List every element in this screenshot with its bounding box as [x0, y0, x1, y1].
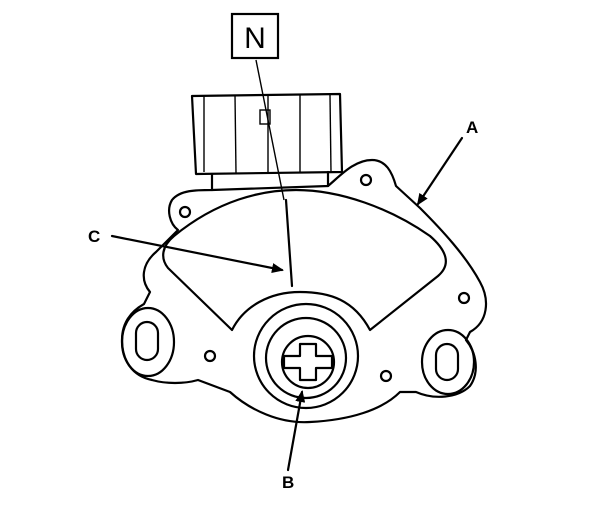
bolt-hole: [379, 369, 393, 383]
bolt-hole: [203, 349, 217, 363]
position-label: N: [244, 22, 266, 55]
right-mounting-slot: [420, 328, 476, 396]
callout-a-label: A: [466, 118, 478, 137]
bolt-hole: [457, 291, 471, 305]
callout-c-arrow: [110, 234, 284, 273]
callout-b-arrow: [286, 390, 306, 472]
callout-a-arrow: [416, 136, 464, 206]
switch-housing: [120, 158, 488, 424]
shaft-boss: [252, 302, 360, 410]
neutral-mark-line: [284, 198, 294, 288]
position-indicator-box: N: [230, 12, 280, 60]
callout-b-label: B: [282, 473, 294, 492]
shaft: [280, 334, 336, 390]
bolt-hole: [178, 205, 192, 219]
callout-c-label: C: [88, 227, 100, 246]
bolt-hole: [359, 173, 373, 187]
left-mounting-slot: [120, 306, 176, 378]
connector: [190, 92, 344, 192]
inner-sector-plate: [162, 188, 447, 332]
neutral-leader-line: [255, 59, 285, 201]
